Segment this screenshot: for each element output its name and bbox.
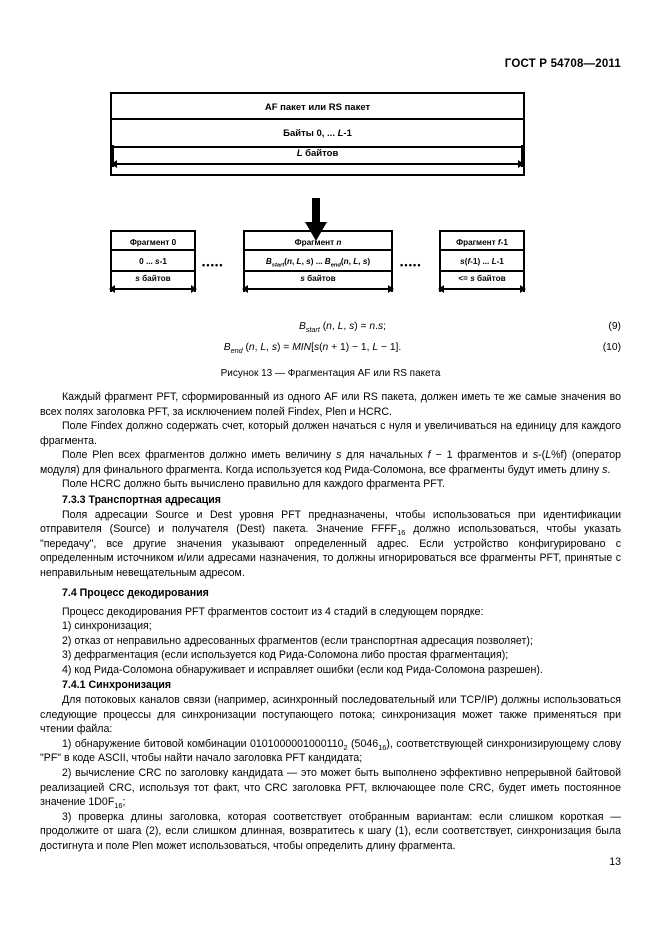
dimension-arrow-line <box>438 285 526 292</box>
packet-bytes-box: Байты 0, ... L-1 <box>110 120 525 148</box>
fragment-f-1-range: s(f-1) ... L-1 <box>439 251 525 272</box>
p3-part-e: %f) (оператор модуля) для финального фра… <box>40 449 622 476</box>
step1-part-c: ), соответствующей синхронизирующему сло… <box>40 737 621 765</box>
paragraph-3: Поле Plen всех фрагментов должно иметь в… <box>40 448 621 477</box>
paragraph-2: Поле Findex должно содержать счет, котор… <box>40 420 621 447</box>
heading-7-3-3: 7.3.3 Транспортная адресация <box>62 493 221 506</box>
list-item-4: 4) код Рида-Соломона обнаруживает и испр… <box>62 663 543 676</box>
dimension-arrow-line <box>109 285 197 292</box>
dimension-tick-right <box>391 270 393 292</box>
step2-subscript-16: 16 <box>114 801 123 811</box>
p5-part-a: Поля адресации Source и Dest уровня PFT … <box>40 508 621 536</box>
page-number: 13 <box>609 856 621 868</box>
p3-part-a: Поле Plen всех фрагментов должно иметь в… <box>62 449 337 462</box>
dimension-arrow-line <box>242 285 394 292</box>
arrow-shaft <box>312 198 320 224</box>
p3-part-c: − 1 фрагментов и <box>430 449 533 462</box>
figure-13: AF пакет или RS пакет Байты 0, ... L-1 L… <box>0 88 661 388</box>
packet-length-box: L байтов <box>110 145 525 176</box>
standard-header: ГОСТ Р 54708—2011 <box>504 58 621 70</box>
list-item-1: 1) синхронизация; <box>62 620 152 633</box>
fragment-n-dimension-label: s байтов <box>300 274 336 283</box>
p3-var-L: L <box>545 449 552 462</box>
sync-step-3: 3) проверка длины заголовка, которая соо… <box>40 810 621 852</box>
dimension-tick-right <box>521 145 523 167</box>
packet-diagram: AF пакет или RS пакет Байты 0, ... L-1 L… <box>110 92 525 176</box>
fragment-ellipsis-right: ••••• <box>400 260 422 270</box>
fragment-f-1-dimension-label: <= s байтов <box>458 274 506 283</box>
equation-10-text: Bend (n, L, s) = MIN[s(n + 1) − 1, L − 1… <box>223 342 402 356</box>
dimension-tick-right <box>194 270 196 292</box>
fragment-n-dimension: s байтов <box>242 270 394 295</box>
fragment-0-dimension-label: s байтов <box>135 274 171 283</box>
paragraph-4: Поле HCRC должно быть вычислено правильн… <box>62 478 445 491</box>
fragment-n-title: Фрагмент n <box>243 230 393 251</box>
dimension-tick-right <box>523 270 525 292</box>
fragment-f-1: Фрагмент f-1 s(f-1) ... L-1 <= s байтов <box>438 230 526 295</box>
paragraph-5: Поля адресации Source и Dest уровня PFT … <box>40 508 621 581</box>
step1-part-a: 1) обнаружение битовой комбинации 010100… <box>62 737 344 750</box>
fragment-0-range: 0 ... s-1 <box>110 251 196 272</box>
sync-step-1: 1) обнаружение битовой комбинации 010100… <box>40 737 621 766</box>
p3-var-s1: s <box>336 449 342 462</box>
step2-part-b: ; <box>122 796 126 809</box>
body-text: Каждый фрагмент PFT, сформированный из о… <box>40 390 621 853</box>
fragment-0: Фрагмент 0 0 ... s-1 s байтов <box>109 230 197 295</box>
fragment-0-title: Фрагмент 0 <box>110 230 196 251</box>
sync-step-2: 2) вычисление CRC по заголовку кандидата… <box>40 766 621 810</box>
dimension-tick-left <box>243 270 245 292</box>
fragment-0-dimension: s байтов <box>109 270 197 295</box>
p5-subscript-16: 16 <box>397 528 406 538</box>
p3-part-b: для начальных <box>341 449 428 462</box>
p5-part-b: должно использоваться, чтобы указать "пе… <box>40 523 622 580</box>
dimension-tick-left <box>112 145 114 167</box>
step1-subscript-16: 16 <box>378 743 387 753</box>
dimension-arrow-line <box>111 160 524 167</box>
paragraph-7: Для потоковых каналов связи (например, а… <box>40 694 621 736</box>
equation-10-number: (10) <box>602 342 621 353</box>
dimension-tick-left <box>110 270 112 292</box>
paragraph-1: Каждый фрагмент PFT, сформированный из о… <box>40 391 621 418</box>
heading-7-4: 7.4 Процесс декодирования <box>62 586 209 599</box>
list-item-2: 2) отказ от неправильно адресованных фра… <box>62 634 533 647</box>
p3-var-f: f <box>427 449 431 462</box>
p3-var-s2: s <box>532 449 539 462</box>
packet-length-dimension: L байтов <box>111 145 524 170</box>
fragment-ellipsis-left: ••••• <box>202 260 224 270</box>
figure-caption: Рисунок 13 — Фрагментация AF или RS паке… <box>220 368 441 379</box>
fragment-n: Фрагмент n Bstart(n, L, s) ... Bend(n, L… <box>242 230 394 295</box>
packet-length-label: L байтов <box>296 148 339 159</box>
equation-10-row: Bend (n, L, s) = MIN[s(n + 1) − 1, L − 1… <box>40 337 621 358</box>
equation-9-number: (9) <box>608 321 621 332</box>
step1-subscript-2: 2 <box>343 743 348 753</box>
p3-var-s3: s <box>602 463 608 476</box>
list-item-3: 3) дефрагментация (если используется код… <box>62 649 509 662</box>
fragments-diagram: Фрагмент 0 0 ... s-1 s байтов ••••• Фраг… <box>109 230 526 315</box>
p3-part-f: . <box>607 463 611 476</box>
equations-block: Bstart (n, L, s) = n.s; (9) Bend (n, L, … <box>40 316 621 358</box>
equation-9-row: Bstart (n, L, s) = n.s; (9) <box>40 316 621 337</box>
step1-part-b: (5046 <box>347 737 379 750</box>
fragment-n-range: Bstart(n, L, s) ... Bend(n, L, s) <box>243 251 393 272</box>
equation-9-text: Bstart (n, L, s) = n.s; <box>298 321 387 335</box>
heading-7-4-1: 7.4.1 Синхронизация <box>62 679 172 692</box>
fragment-f-1-title: Фрагмент f-1 <box>439 230 525 251</box>
p3-part-d: -( <box>538 449 546 462</box>
packet-type-box: AF пакет или RS пакет <box>110 92 525 120</box>
step2-part-a: 2) вычисление CRC по заголовку кандидата… <box>40 767 621 809</box>
dimension-tick-left <box>439 270 441 292</box>
fragment-f-1-dimension: <= s байтов <box>438 270 526 295</box>
paragraph-6: Процесс декодирования PFT фрагментов сос… <box>62 605 484 618</box>
